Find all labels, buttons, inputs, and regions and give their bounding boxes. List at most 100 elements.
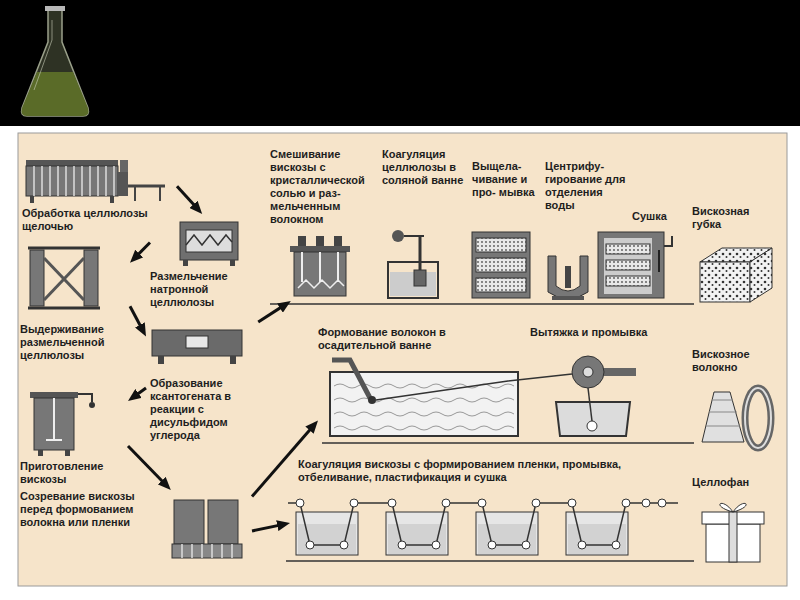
shredder xyxy=(186,235,232,245)
step-label: Вискозная губка xyxy=(692,205,777,231)
alkali-press xyxy=(134,186,136,201)
xanthation-mixer xyxy=(186,336,208,348)
shredder xyxy=(183,260,188,266)
salt-mixer xyxy=(316,236,324,246)
ripening-tanks xyxy=(172,544,242,558)
film-line xyxy=(612,541,620,549)
alkali-press xyxy=(26,166,118,196)
film-line xyxy=(398,541,406,549)
cellophane-gift xyxy=(702,503,764,562)
viscose-fiber xyxy=(745,388,771,448)
alkali-press xyxy=(118,172,128,196)
flow-arrow xyxy=(252,525,281,531)
alkali-press xyxy=(26,160,165,203)
process-step: Формование волокон в осадительной ванне xyxy=(318,326,523,444)
ripening-tanks xyxy=(182,544,232,558)
washing-cabinet xyxy=(476,238,526,252)
spinning-bath xyxy=(376,374,572,400)
spinning-bath xyxy=(334,412,514,416)
washing-cabinet xyxy=(472,232,530,298)
film-line xyxy=(432,541,440,549)
washing-cabinet xyxy=(476,278,526,292)
dissolving-tank xyxy=(38,450,43,456)
film-line xyxy=(568,499,576,507)
step-label: Приготовление вискозы xyxy=(20,460,128,486)
cellophane-gift xyxy=(720,503,733,512)
process-step: Вытяжка и промывка xyxy=(530,326,675,444)
viscose-sponge xyxy=(700,262,750,302)
salt-bath xyxy=(388,262,438,298)
viscose-sponge xyxy=(700,248,772,302)
step-label: Центрифу- гирование для отделения воды xyxy=(545,160,629,212)
viscose-fiber xyxy=(702,392,744,442)
salt-mixer xyxy=(294,252,346,296)
step-label: Выщела- чивание и про- мывка xyxy=(472,160,540,199)
process-step: Коагуляция целлюлозы в соляной ванне xyxy=(382,148,468,301)
flask-icon xyxy=(34,20,52,90)
dissolving-tank xyxy=(78,394,92,402)
film-line xyxy=(578,541,586,549)
flask-icon xyxy=(45,6,65,11)
viscose-fiber xyxy=(702,388,771,448)
salt-mixer xyxy=(290,246,350,252)
film-line xyxy=(658,499,666,507)
dryer xyxy=(664,236,672,246)
centrifuge xyxy=(548,256,588,299)
spinning-bath xyxy=(334,398,514,402)
step-label: Размельчение натронной целлюлозы xyxy=(150,270,266,309)
step-label: Выдерживание размельченной целлюлозы xyxy=(20,323,130,362)
film-line xyxy=(288,499,678,555)
flow-arrow xyxy=(136,243,150,257)
viscose-fiber xyxy=(706,400,740,426)
ageing-tank xyxy=(84,250,98,306)
dryer xyxy=(598,232,672,298)
background-panel xyxy=(18,133,787,586)
cellophane-gift xyxy=(733,503,746,512)
film-line xyxy=(488,541,496,549)
film-line xyxy=(288,503,678,545)
salt-bath xyxy=(390,272,436,296)
process-step: Вискозная губка xyxy=(692,205,777,310)
film-line xyxy=(296,512,358,555)
process-step: Приготовление вискозы xyxy=(20,386,128,486)
dissolving-tank xyxy=(65,450,70,456)
dryer xyxy=(658,250,660,272)
film-line xyxy=(340,541,348,549)
centrifuge xyxy=(552,296,584,300)
ripening-tanks xyxy=(172,500,242,558)
process-step: Центрифу- гирование для отделения воды xyxy=(545,160,629,301)
flask-icon xyxy=(22,6,89,116)
spinning-bath xyxy=(368,396,376,404)
process-step: Размельчение натронной целлюлозы xyxy=(150,214,266,309)
salt-bath xyxy=(414,270,426,286)
dissolving-tank xyxy=(89,402,95,408)
alkali-press xyxy=(34,166,114,196)
flow-arrow xyxy=(130,306,142,328)
dissolving-tank xyxy=(53,398,55,440)
process-step: Созревание вискозы перед формованием вол… xyxy=(20,490,252,572)
alkali-press xyxy=(26,160,118,166)
process-step: Выщела- чивание и про- мывка xyxy=(472,160,540,301)
alkali-press xyxy=(120,160,128,172)
xanthation-mixer xyxy=(152,330,242,356)
step-label: Образование ксантогената в реакции с дис… xyxy=(150,377,264,442)
film-line xyxy=(522,541,530,549)
cellophane-gift xyxy=(729,512,737,562)
dissolving-tank xyxy=(30,392,78,398)
shredder xyxy=(230,260,235,266)
salt-mixer xyxy=(334,236,342,246)
dryer xyxy=(604,238,652,294)
alkali-press xyxy=(30,196,34,203)
ageing-tank xyxy=(44,258,84,300)
ageing-tank xyxy=(28,307,100,310)
ageing-tank xyxy=(44,258,84,300)
header-band xyxy=(0,0,800,126)
film-line xyxy=(442,499,450,507)
centrifuge xyxy=(548,256,588,300)
stretching-unit xyxy=(600,368,636,376)
flask-icon xyxy=(22,72,89,116)
flow-arrow xyxy=(258,306,283,322)
salt-bath xyxy=(388,230,438,298)
alkali-press xyxy=(159,186,161,201)
